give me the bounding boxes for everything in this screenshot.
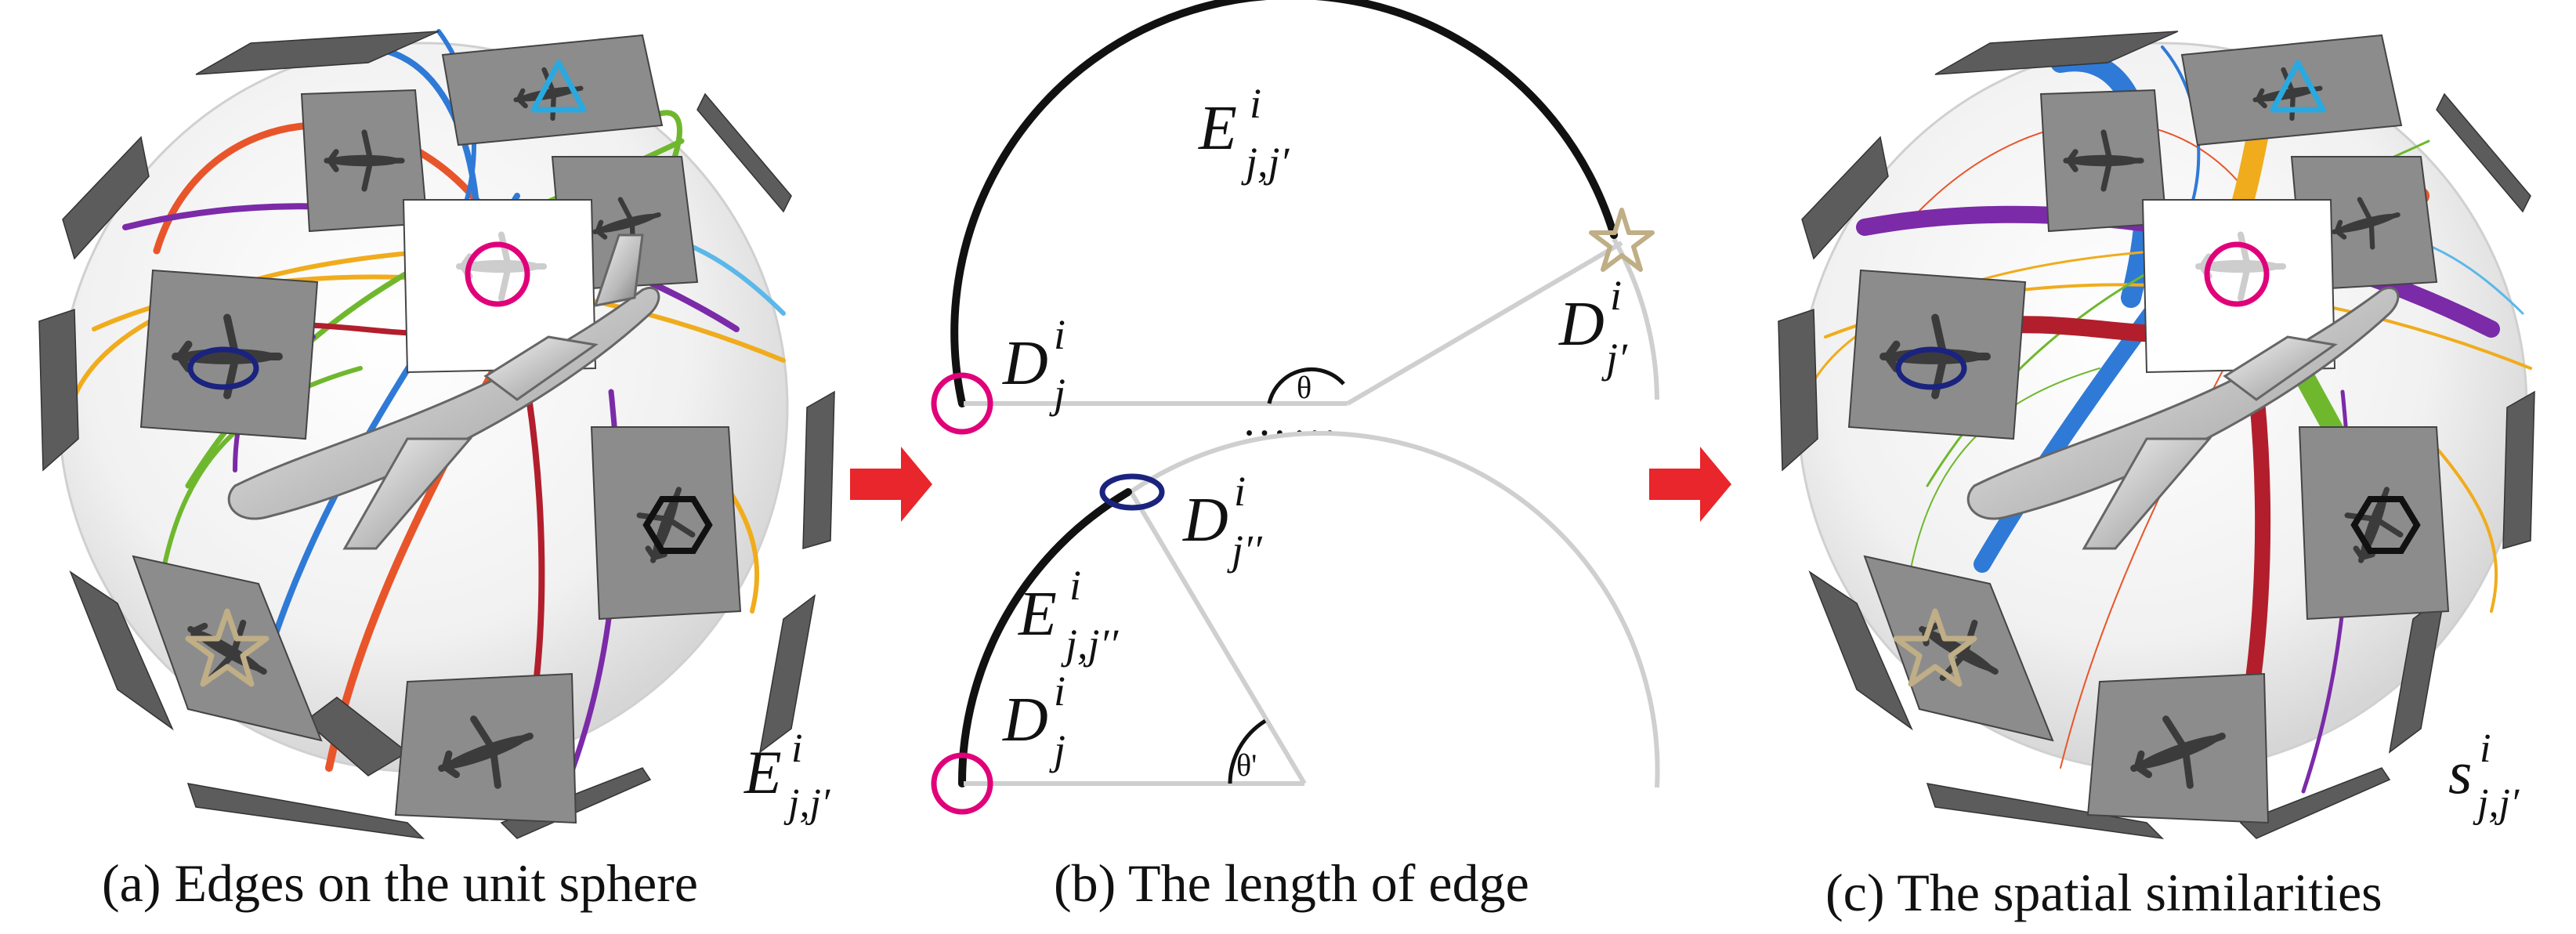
peripheral-views [38,31,835,840]
airplane-icon [227,233,660,550]
caption-b: (b) The length of edge [1054,853,1529,913]
right-arrow-icon-2 [1649,447,1731,522]
caption-a: (a) Edges on the unit sphere [102,853,698,913]
ellipse-marker-icon-b [1099,473,1165,511]
right-arrow-icon [850,447,932,522]
triangle-marker-icon [530,60,587,113]
bottom-black-arc [957,488,1132,787]
circle-marker-icon [465,241,530,307]
theta-prime-label: θ' [1236,748,1257,783]
triangle-marker-icon-c [2270,60,2326,113]
circle-marker-icon-b-top [931,372,993,435]
star-marker-icon-b [1589,208,1655,272]
caption-c: (c) The spatial similarities [1825,863,2382,922]
ellipse-marker-icon [187,346,259,390]
theta-prime-angle-mark [1228,719,1267,784]
view-cards-c [1847,34,2450,824]
view-cards [132,34,742,824]
top-black-arc [950,0,1618,407]
bottom-arc-remainder [1127,431,1660,788]
theta-angle-mark [1267,367,1345,404]
airplane-icon-c [1966,286,2400,550]
ellipse-marker-icon-c [1895,346,1967,390]
circle-marker-icon-c [2204,241,2270,307]
theta-label: θ [1297,370,1312,405]
star-marker-icon-c [1893,608,1977,687]
circle-marker-icon-b-bottom [931,752,993,815]
hexagon-marker-icon-c [2350,496,2421,554]
star-marker-icon [185,608,270,687]
hexagon-marker-icon [642,496,713,554]
peripheral-views-c [1778,31,2535,840]
